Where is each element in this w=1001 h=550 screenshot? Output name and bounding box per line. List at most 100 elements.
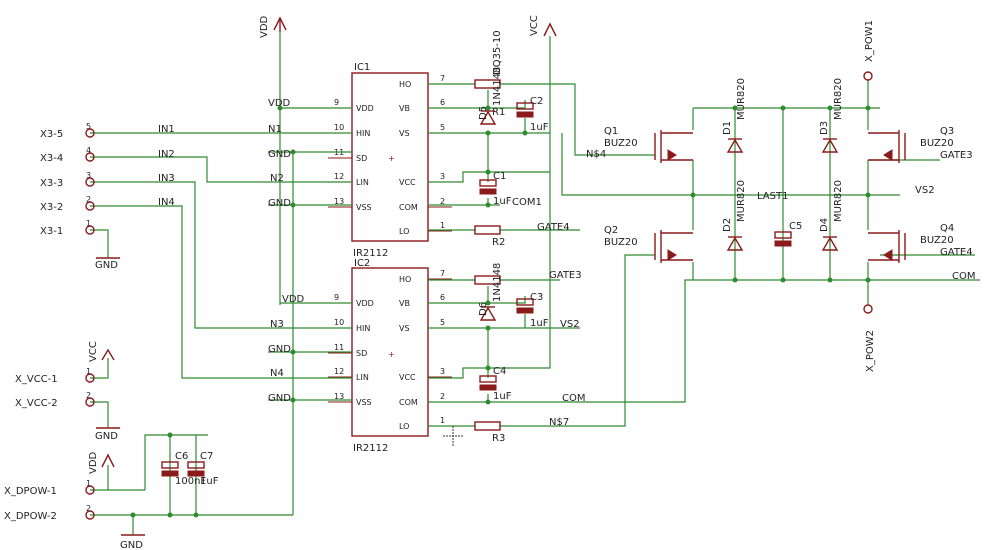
- connector-pin-number: 5: [86, 122, 91, 131]
- svg-text:DQ35-10: DQ35-10: [492, 30, 503, 75]
- svg-text:1uF: 1uF: [530, 122, 549, 133]
- mosfet-q4: Q4 BUZ20: [868, 223, 954, 263]
- capacitor-c7: C7 1uF: [187, 451, 219, 487]
- svg-text:D2: D2: [722, 218, 733, 232]
- ic1: IC1 IR2112 +: [351, 62, 429, 259]
- mosfet-q2: Q2 BUZ20: [604, 225, 693, 263]
- connector-pin-number: 4: [86, 146, 91, 155]
- ic-pin-number: 12: [334, 367, 344, 376]
- vdd-arrow-icon: VDD: [259, 15, 287, 38]
- diode-d1: D1 MUR820: [722, 78, 747, 153]
- ic-pin-name: VB: [399, 104, 410, 113]
- diode-d2: D2 MUR820: [722, 180, 747, 251]
- svg-text:C3: C3: [530, 292, 543, 303]
- diode-d6: D6 1N4148: [478, 263, 503, 321]
- net-label: N4: [270, 368, 284, 379]
- resistor-r1: R1: [474, 79, 505, 118]
- ic-pin-number: 3: [440, 172, 445, 181]
- svg-text:BUZ20: BUZ20: [920, 138, 954, 149]
- svg-text:X_POW2: X_POW2: [865, 330, 876, 372]
- ic-pin-name: VDD: [356, 299, 374, 308]
- svg-text:D3: D3: [819, 121, 830, 135]
- connector-terminal-icon: [85, 225, 95, 235]
- ic-pin-number: 10: [334, 123, 344, 132]
- x-pow2-terminal: X_POW2: [863, 304, 876, 372]
- ic2-name: IC2: [354, 258, 370, 269]
- connectors: X3-55X3-44X3-33X3-22X3-11X_VCC-11X_VCC-2…: [4, 122, 95, 522]
- net-label: COM: [562, 393, 585, 404]
- net-label: GND: [268, 149, 291, 160]
- svg-text:C1: C1: [493, 171, 506, 182]
- svg-text:1N4148: 1N4148: [492, 263, 503, 302]
- connector-terminal-icon: [85, 177, 95, 187]
- svg-text:1uF: 1uF: [493, 391, 512, 402]
- net-label: N$7: [549, 417, 569, 428]
- svg-text:VDD: VDD: [88, 451, 99, 474]
- connector-terminal-icon: [85, 128, 95, 138]
- connector-pin-label: X3-5: [40, 129, 63, 140]
- svg-text:GND: GND: [95, 260, 118, 271]
- net-label: VS2: [560, 319, 580, 330]
- svg-text:BUZ20: BUZ20: [920, 235, 954, 246]
- ic-pin-name: HO: [399, 275, 411, 284]
- connector-pin-number: 2: [86, 195, 91, 204]
- svg-text:MUR820: MUR820: [736, 180, 747, 222]
- svg-text:BUZ20: BUZ20: [604, 138, 638, 149]
- connector-terminal-icon: [85, 510, 95, 520]
- svg-text:C7: C7: [200, 451, 213, 462]
- ic-pin-number: 9: [334, 98, 339, 107]
- connector-pin-number: 1: [86, 367, 91, 376]
- svg-text:D6: D6: [478, 302, 489, 316]
- connector-pin-label: X_DPOW-1: [4, 486, 57, 497]
- ic-pin-number: 1: [440, 221, 445, 230]
- capacitor-c3: C3 1uF: [516, 292, 549, 329]
- connector-pin-label: X3-2: [40, 202, 63, 213]
- connector-pin-number: 1: [86, 479, 91, 488]
- ic-pin-number: 1: [440, 416, 445, 425]
- ic-pin-number: 7: [440, 74, 445, 83]
- svg-text:C5: C5: [789, 221, 802, 232]
- net-label: GND: [268, 393, 291, 404]
- net-label: VS2: [915, 185, 935, 196]
- ic-pin-name: VCC: [399, 178, 416, 187]
- ground-icon: GND: [95, 427, 120, 442]
- ic-pin-number: 6: [440, 293, 445, 302]
- ic-pin-number: 9: [334, 293, 339, 302]
- net-label: GND: [268, 344, 291, 355]
- net-label: IN3: [158, 173, 175, 184]
- connector-pin-number: 3: [86, 171, 91, 180]
- ic-pin-name: SD: [356, 154, 367, 163]
- svg-text:R2: R2: [492, 237, 505, 248]
- ic-pin-name: VCC: [399, 373, 416, 382]
- svg-text:VCC: VCC: [88, 341, 99, 362]
- ic-pin-number: 6: [440, 98, 445, 107]
- ic-pin-group: VDD9HIN10SD11LIN12VSS13HO7VB6VS5VCC3COM2…: [328, 74, 452, 431]
- svg-text:1uF: 1uF: [530, 318, 549, 329]
- net-label: N$4: [586, 149, 606, 160]
- connector-terminal-icon: [85, 152, 95, 162]
- ic-pin-name: VS: [399, 129, 410, 138]
- connector-pin-number: 2: [86, 504, 91, 513]
- ic-pin-name: LIN: [356, 178, 369, 187]
- ic-pin-name: HO: [399, 80, 411, 89]
- svg-text:R3: R3: [492, 433, 505, 444]
- ground-icon: GND: [95, 257, 120, 271]
- net-label: COM: [952, 271, 975, 282]
- svg-text:R1: R1: [492, 107, 505, 118]
- net-label: GND: [268, 198, 291, 209]
- resistor-r3: R3: [474, 421, 505, 444]
- resistor-r4: [474, 275, 501, 285]
- ic-pin-number: 10: [334, 318, 344, 327]
- svg-text:GND: GND: [120, 540, 143, 550]
- svg-text:C4: C4: [493, 366, 506, 377]
- ic-pin-name: LIN: [356, 373, 369, 382]
- resistor-r2: R2: [474, 225, 505, 248]
- ic-pin-name: COM: [399, 398, 418, 407]
- ic-pin-number: 3: [440, 367, 445, 376]
- svg-text:D5: D5: [478, 106, 489, 120]
- svg-text:Q3: Q3: [940, 126, 954, 137]
- net-label: IN2: [158, 149, 175, 160]
- svg-text:1N4148: 1N4148: [492, 67, 503, 106]
- vdd-arrow-icon: VDD: [88, 451, 115, 474]
